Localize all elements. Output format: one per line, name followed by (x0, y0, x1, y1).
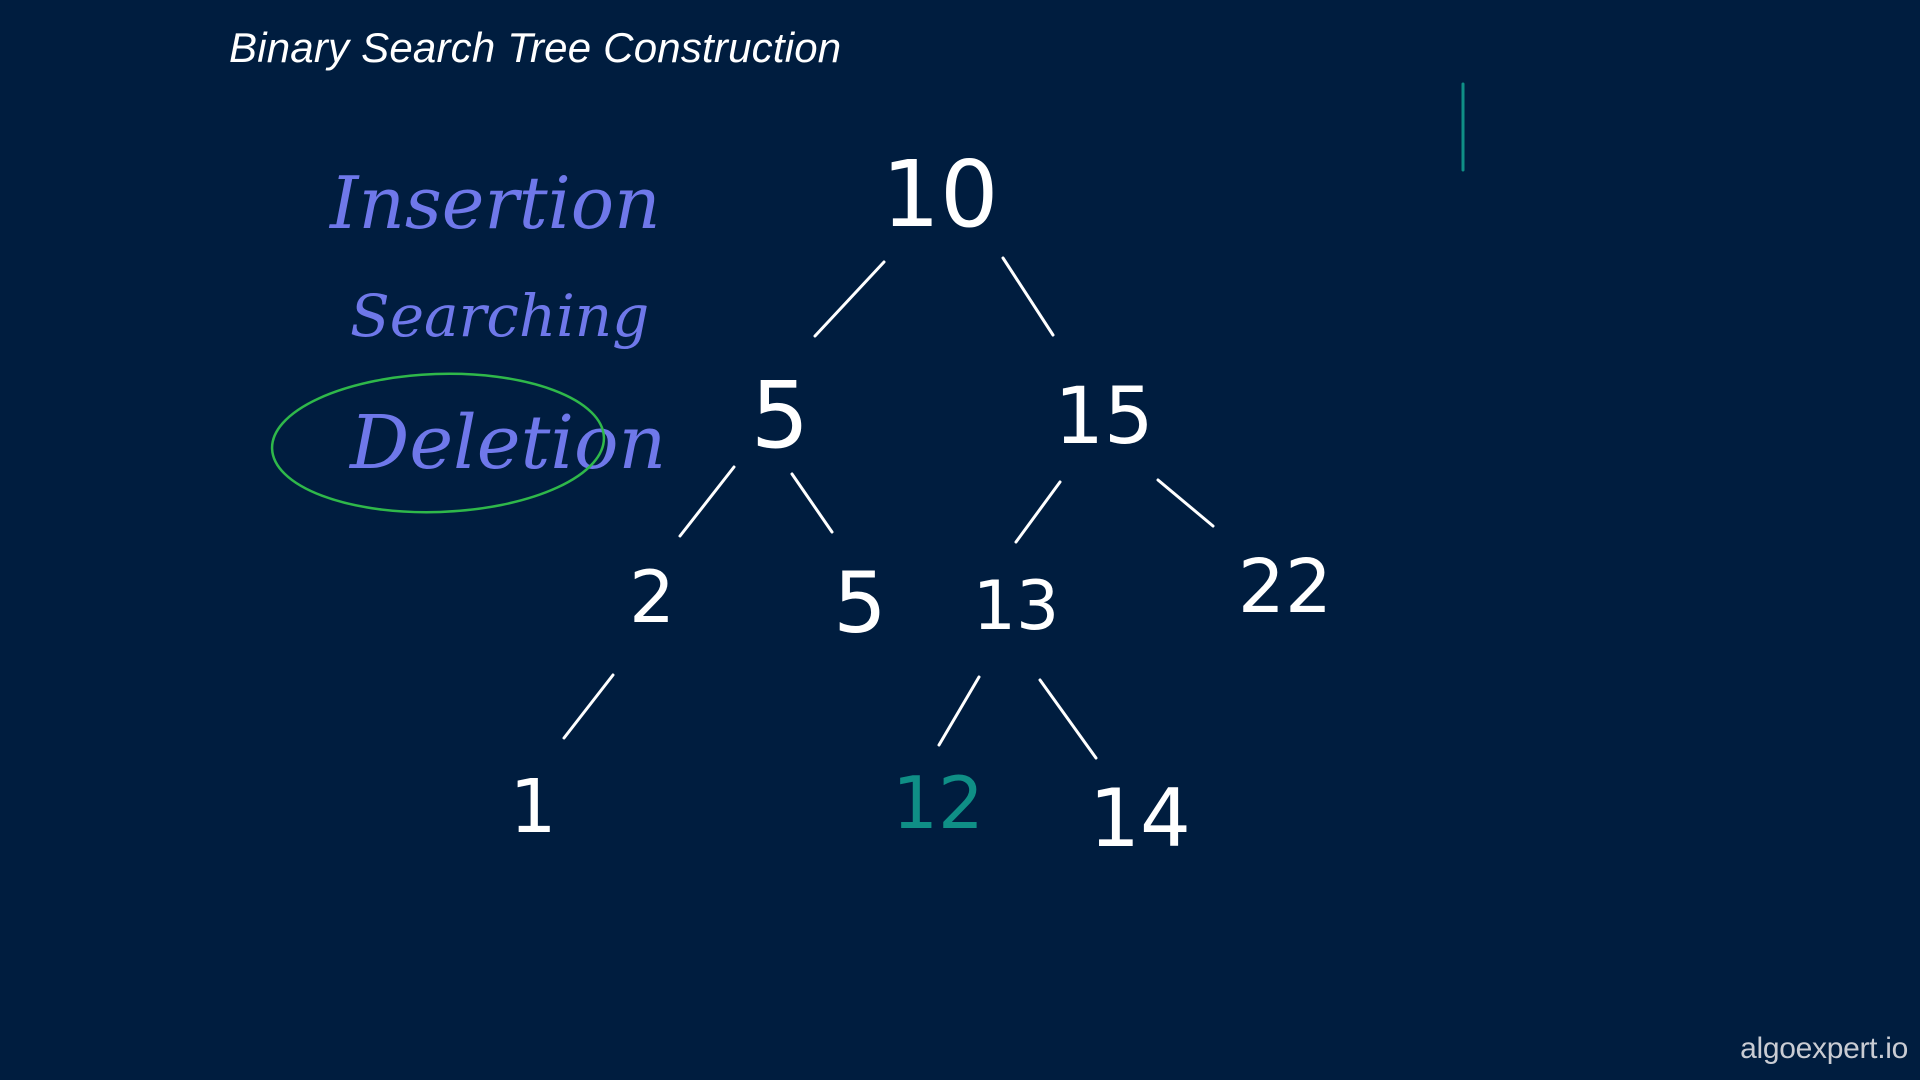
topic-insertion: Insertion (328, 161, 660, 245)
node-10: 10 (881, 141, 998, 248)
edge-10-15 (1001, 256, 1055, 337)
node-12: 12 (892, 761, 984, 845)
tree-edges (562, 256, 1215, 760)
node-14: 14 (1089, 772, 1191, 865)
watermark: algoexpert.io (1740, 1032, 1908, 1065)
node-2: 2 (629, 555, 675, 639)
node-5b: 5 (833, 554, 886, 652)
node-15: 15 (1054, 372, 1153, 462)
topic-searching: Searching (350, 282, 649, 350)
edge-5-5 (790, 472, 834, 534)
edge-15-22 (1156, 478, 1215, 528)
edge-10-5 (813, 260, 886, 338)
highlight-circle (270, 372, 606, 514)
topic-deletion: Deletion (348, 400, 666, 486)
edge-15-13 (1014, 480, 1062, 544)
edge-13-14 (1038, 678, 1098, 760)
page-title: Binary Search Tree Construction (229, 24, 842, 71)
node-13: 13 (973, 567, 1060, 646)
node-1: 1 (509, 764, 556, 850)
edge-5-2 (678, 465, 736, 538)
node-5: 5 (751, 362, 810, 469)
edge-2-1 (562, 673, 615, 740)
node-22: 22 (1238, 544, 1332, 630)
topic-list: Insertion Searching Deletion (328, 161, 666, 486)
tree-nodes: 10 5 15 2 5 13 22 1 12 14 (509, 141, 1332, 865)
edge-13-12 (937, 675, 981, 747)
